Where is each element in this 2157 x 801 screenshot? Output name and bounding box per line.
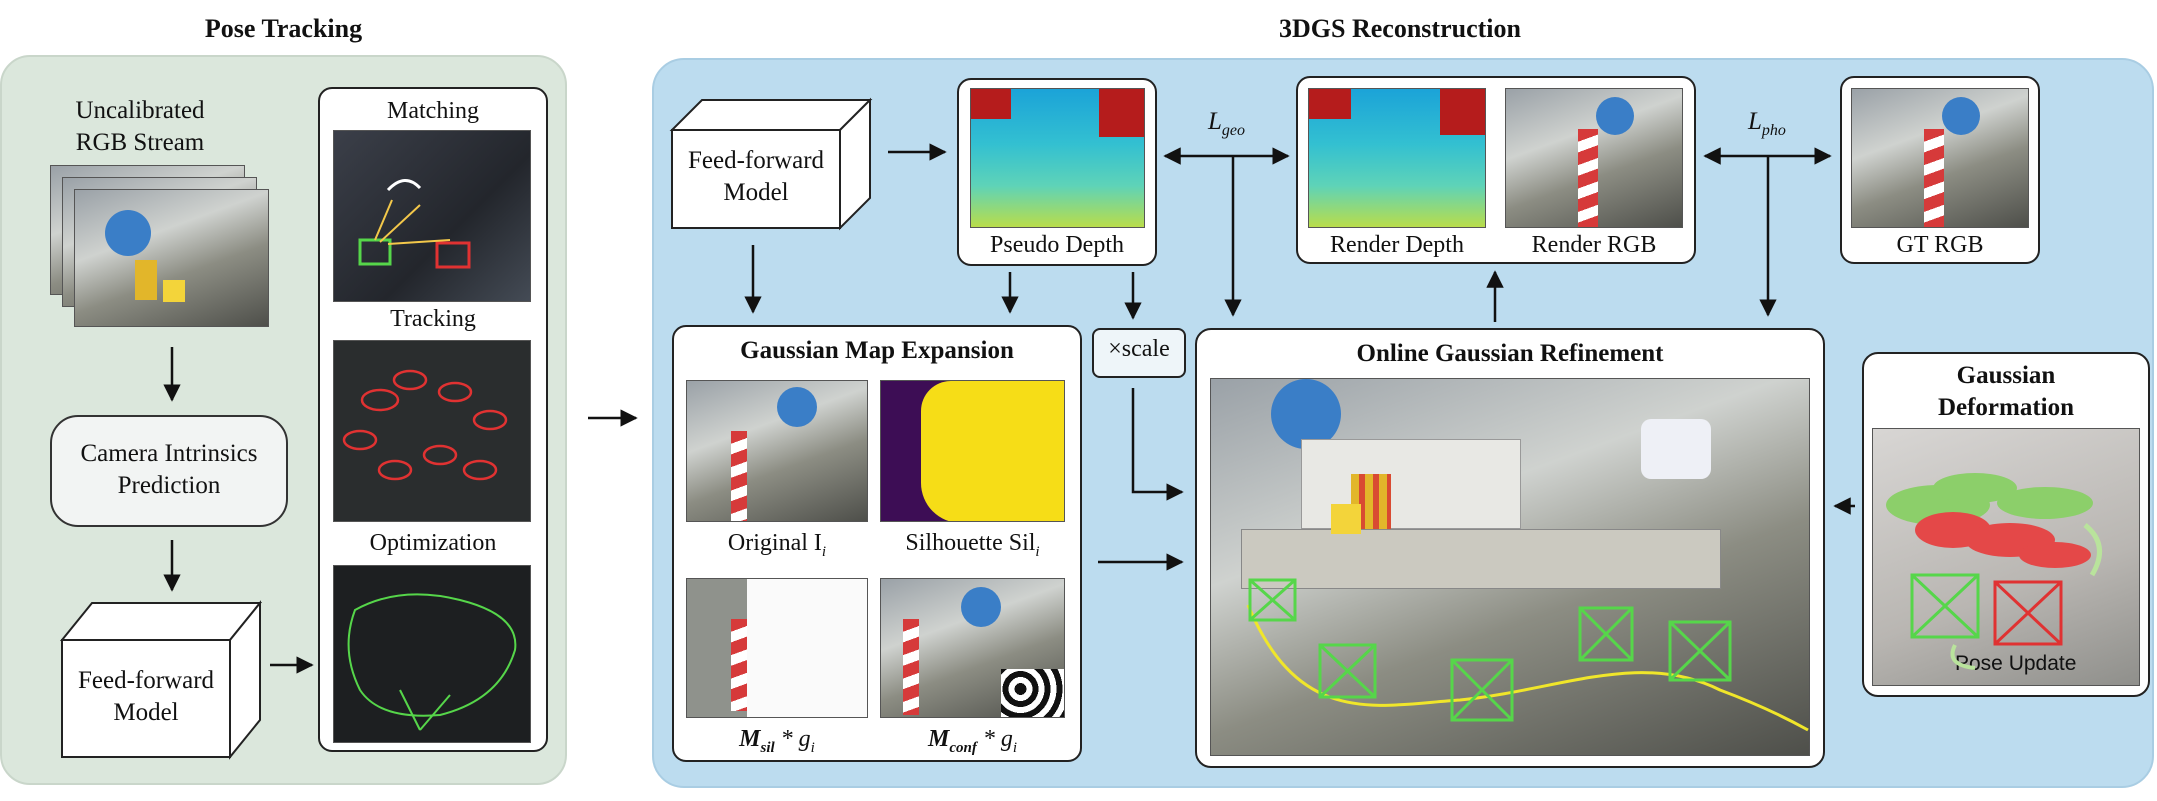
msil-image (686, 578, 868, 718)
globe-icon (105, 210, 151, 256)
pose-update-label: Pose Update (1955, 652, 2077, 675)
pseudo-depth-label: Pseudo Depth (990, 232, 1124, 258)
online-refinement-title: Online Gaussian Refinement (1356, 340, 1664, 367)
msil-label: Msil * gi (739, 726, 815, 756)
tracking-label: Tracking (390, 306, 476, 332)
original-label: Original Ii (727, 530, 827, 560)
optimization-label: Optimization (369, 530, 497, 556)
dice-icon (163, 280, 185, 302)
globe-icon (1271, 379, 1341, 449)
scale-label: ×scale (1108, 336, 1170, 362)
rgb-frame-front (74, 189, 269, 327)
matching-label: Matching (387, 98, 479, 124)
matching-overlay (358, 179, 471, 269)
mconf-image (880, 578, 1065, 718)
refinement-scene-image (1210, 378, 1810, 756)
l-geo-label: Lgeo (1208, 108, 1246, 139)
dice-icon (1331, 504, 1361, 534)
pose-tracking-title: Pose Tracking (204, 14, 363, 43)
matching-image (333, 130, 531, 302)
map-expansion-title: Gaussian Map Expansion (740, 337, 1014, 364)
original-image (686, 380, 868, 522)
reconstruction-title: 3DGS Reconstruction (1279, 14, 1521, 43)
gt-rgb-label: GT RGB (1896, 232, 1984, 258)
mconf-label: Mconf * gi (927, 726, 1017, 756)
refinement-overlay (1246, 578, 1809, 732)
gt-rgb-image (1851, 88, 2029, 228)
render-depth-image (1308, 88, 1486, 228)
arrow-scale-to-refinement (1131, 388, 1184, 501)
render-rgb-image (1505, 88, 1683, 228)
book-icon (135, 260, 157, 300)
optimization-overlay (347, 593, 517, 731)
silhouette-image (880, 380, 1065, 522)
deformation-overlay (1886, 473, 2102, 670)
pseudo-depth-image (970, 88, 1145, 228)
tracking-overlay (342, 369, 508, 481)
silhouette-label: Silhouette Sili (905, 530, 1040, 560)
scale-box (1092, 328, 1186, 378)
camera-intrinsics-box (50, 415, 288, 527)
l-pho-label: Lpho (1748, 108, 1786, 139)
render-rgb-label: Render RGB (1531, 232, 1657, 258)
render-depth-label: Render Depth (1330, 232, 1464, 258)
